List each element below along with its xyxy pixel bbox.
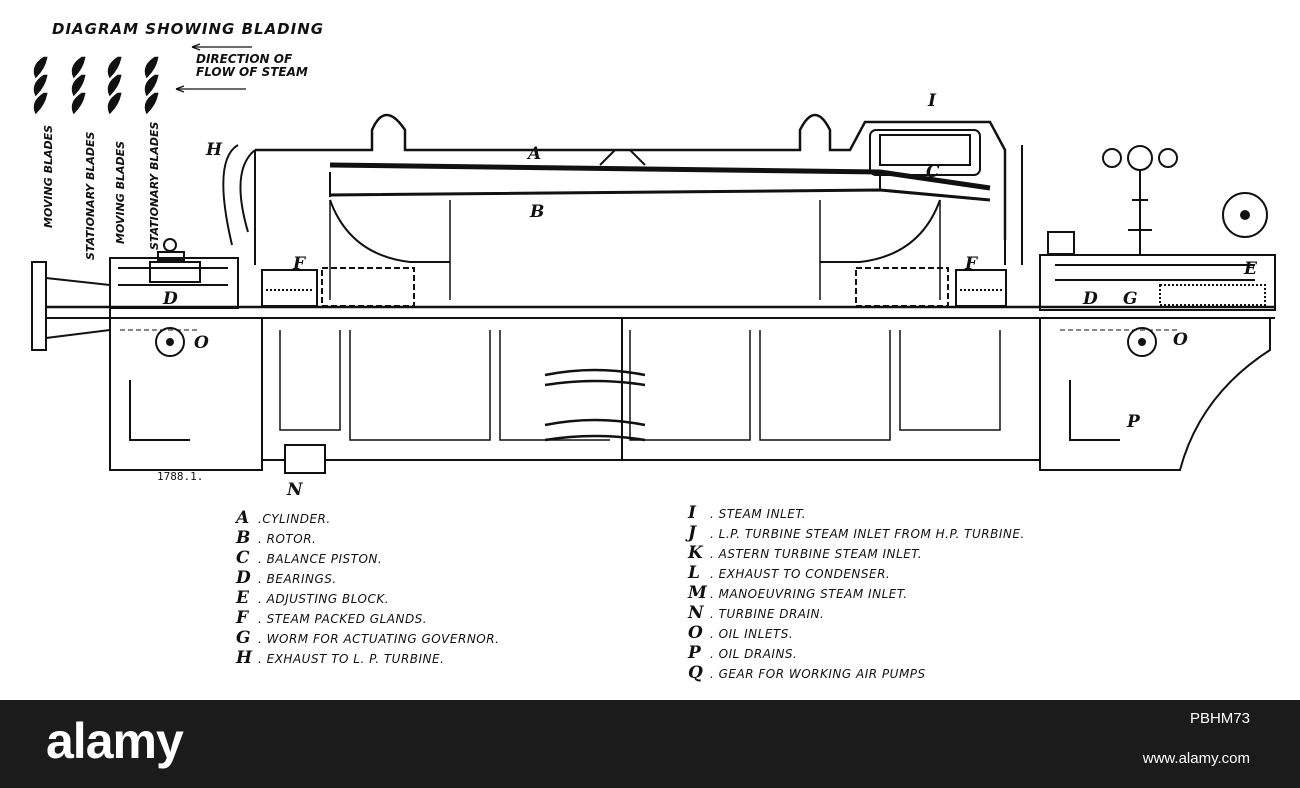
legend-text: . STEAM PACKED GLANDS. [258, 612, 428, 626]
legend-item: C . BALANCE PISTON. [236, 548, 499, 568]
legend-text: . BEARINGS. [258, 572, 337, 586]
legend-text: . ASTERN TURBINE STEAM INLET. [710, 547, 923, 561]
legend-item: M. MANOEUVRING STEAM INLET. [688, 583, 1025, 603]
legend-right: I . STEAM INLET. J . L.P. TURBINE STEAM IN… [688, 503, 1025, 683]
callout-a: A [528, 144, 542, 164]
legend-text: . ADJUSTING BLOCK. [258, 592, 390, 606]
legend-item: B . ROTOR. [236, 528, 499, 548]
legend-item: H . EXHAUST TO L. P. TURBINE. [236, 648, 499, 668]
legend-text: . OIL DRAINS. [710, 647, 798, 661]
callout-c: C [926, 162, 940, 182]
blading-row-label-1: MOVING BLADES [42, 124, 55, 228]
drawing-number: 1788.1. [157, 470, 204, 483]
watermark-bar: alamy PBHM73 www.alamy.com [0, 700, 1300, 788]
legend-key: Q [688, 663, 703, 683]
legend-text: . BALANCE PISTON. [258, 552, 383, 566]
legend-text: . L.P. TURBINE STEAM INLET FROM H.P. TUR… [710, 527, 1025, 541]
legend-key: I [688, 503, 696, 523]
legend-text: . ROTOR. [258, 532, 317, 546]
callout-p: P [1127, 412, 1140, 432]
legend-item: N . TURBINE DRAIN. [688, 603, 1025, 623]
callout-f-left: F [293, 254, 306, 274]
legend-text: . TURBINE DRAIN. [710, 607, 825, 621]
watermark-image-id: PBHM73 [1189, 710, 1250, 727]
callout-o-right: O [1173, 330, 1188, 350]
legend-text: . MANOEUVRING STEAM INLET. [710, 587, 908, 601]
watermark-url: www.alamy.com [1142, 750, 1250, 767]
callout-d-right: D [1083, 289, 1098, 309]
legend-item: I . STEAM INLET. [688, 503, 1025, 523]
legend-text: .CYLINDER. [258, 512, 331, 526]
callout-g: G [1123, 289, 1138, 309]
flow-direction-arrows [175, 43, 252, 93]
legend-item: L . EXHAUST TO CONDENSER. [688, 563, 1025, 583]
legend-item: Q . GEAR FOR WORKING AIR PUMPS [688, 663, 1025, 683]
blading-row-label-2: STATIONARY BLADES [84, 131, 97, 260]
legend-key: B [236, 528, 251, 548]
legend-key: P [688, 643, 701, 663]
legend-item: F . STEAM PACKED GLANDS. [236, 608, 499, 628]
legend-text: . GEAR FOR WORKING AIR PUMPS [710, 667, 926, 681]
legend-key: J [688, 523, 697, 543]
legend-key: M [688, 583, 707, 603]
legend-text: . WORM FOR ACTUATING GOVERNOR. [258, 632, 500, 646]
blading-diagram [33, 56, 159, 115]
callout-f-right: F [965, 254, 978, 274]
legend-item: J . L.P. TURBINE STEAM INLET FROM H.P. TU… [688, 523, 1025, 543]
blading-row-label-4: STATIONARY BLADES [148, 121, 161, 250]
callout-h: H [206, 140, 223, 160]
legend-text: . STEAM INLET. [710, 507, 807, 521]
blading-row-label-3: MOVING BLADES [114, 140, 127, 244]
legend-item: O . OIL INLETS. [688, 623, 1025, 643]
callout-i: I [928, 91, 936, 111]
callout-b: B [530, 202, 545, 222]
legend-item: P . OIL DRAINS. [688, 643, 1025, 663]
legend-item: E . ADJUSTING BLOCK. [236, 588, 499, 608]
legend-key: K [688, 543, 703, 563]
flow-direction-label: DIRECTION OF FLOW OF STEAM [196, 53, 308, 79]
callout-o-left: O [194, 333, 209, 353]
legend-item: G . WORM FOR ACTUATING GOVERNOR. [236, 628, 499, 648]
legend-key: L [688, 563, 700, 583]
legend-key: E [236, 588, 249, 608]
legend-key: D [236, 568, 251, 588]
legend-key: N [688, 603, 704, 623]
legend-key: A [236, 508, 250, 528]
legend-text: . EXHAUST TO L. P. TURBINE. [258, 652, 445, 666]
legend-left: A .CYLINDER. B . ROTOR. C . BALANCE PISTON.… [236, 508, 499, 668]
legend-text: . OIL INLETS. [710, 627, 794, 641]
legend-key: C [236, 548, 250, 568]
legend-text: . EXHAUST TO CONDENSER. [710, 567, 891, 581]
legend-item: A .CYLINDER. [236, 508, 499, 528]
callout-e: E [1244, 259, 1257, 279]
watermark-logo: alamy [46, 713, 184, 769]
flow-direction-line2: FLOW OF STEAM [196, 65, 308, 79]
turbine-section-drawing [31, 43, 1276, 474]
callout-n: N [287, 480, 303, 500]
callout-d-left: D [163, 289, 178, 309]
flow-direction-line1: DIRECTION OF [196, 52, 293, 66]
legend-item: D . BEARINGS. [236, 568, 499, 588]
legend-key: H [236, 648, 253, 668]
legend-key: O [688, 623, 703, 643]
blading-diagram-title: DIAGRAM SHOWING BLADING [52, 20, 325, 38]
legend-item: K . ASTERN TURBINE STEAM INLET. [688, 543, 1025, 563]
legend-key: G [236, 628, 251, 648]
legend-key: F [236, 608, 249, 628]
